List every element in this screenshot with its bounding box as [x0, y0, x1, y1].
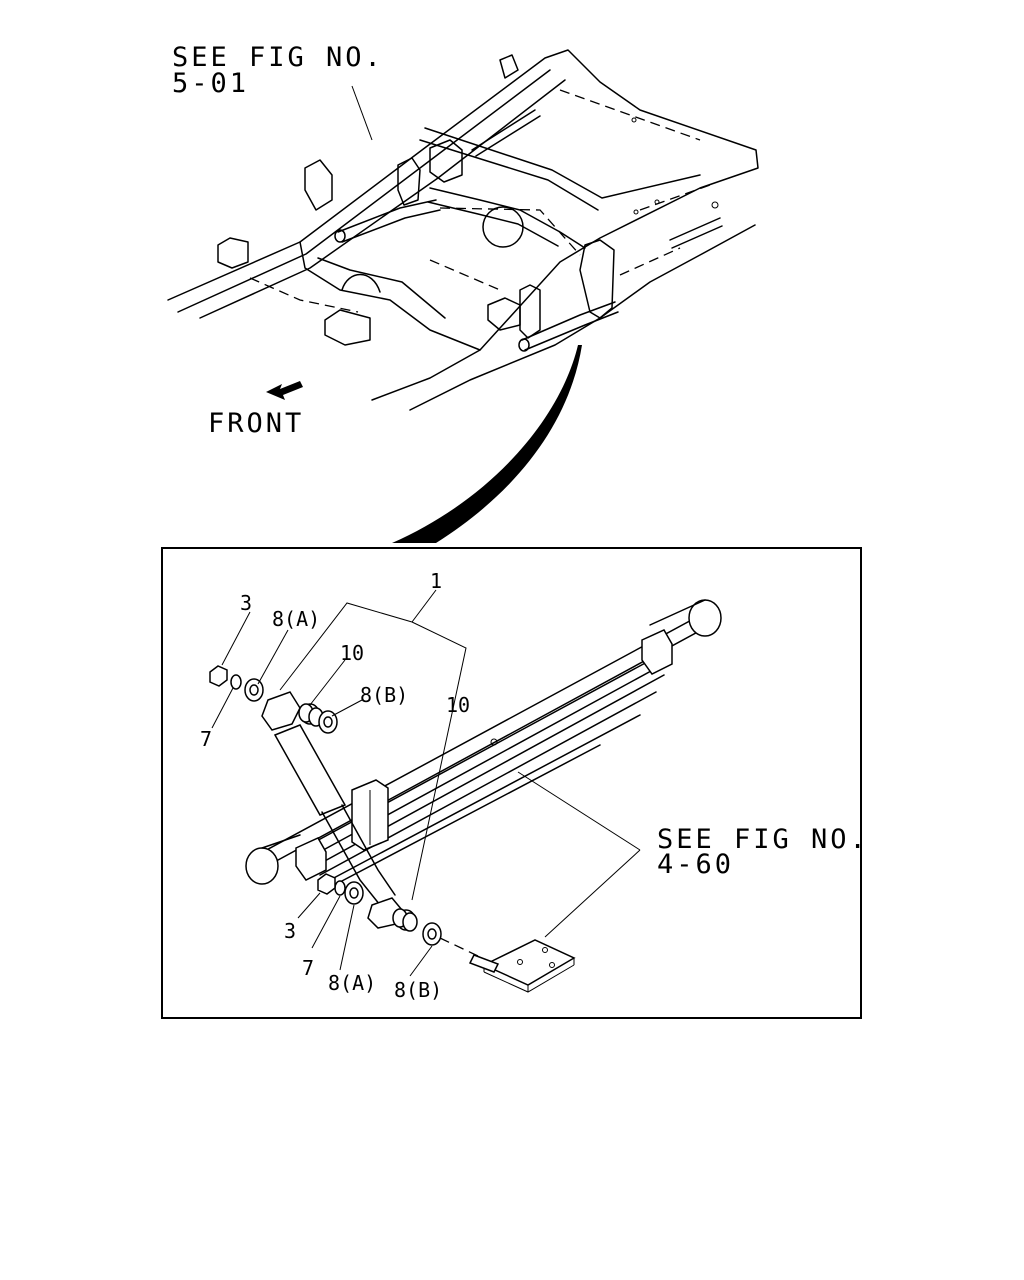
callout-bushing-b-upper: 8(B)	[360, 683, 408, 707]
frame-reference-line-2: 5-01	[172, 68, 249, 99]
front-direction-label: FRONT	[208, 408, 304, 439]
frame-reference-leader	[351, 85, 373, 141]
callout-nut-upper: 3	[240, 591, 252, 615]
detail-reference-line-2: 4-60	[657, 849, 734, 880]
callout-leaders	[211, 589, 641, 977]
callout-washer-upper: 7	[200, 727, 212, 751]
detail-pointer	[392, 345, 582, 543]
detail-frame	[161, 547, 862, 1019]
detail-reference-line-1: SEE FIG NO.	[657, 824, 869, 855]
frame-reference-line-1: SEE FIG NO.	[172, 42, 384, 73]
callout-bushing-a-lower: 8(A)	[328, 971, 376, 995]
chassis-frame-drawing	[167, 49, 759, 411]
callout-bushing-a-upper: 8(A)	[272, 607, 320, 631]
callout-washer-lower: 7	[302, 956, 314, 980]
callout-leaf-spring: 1	[430, 569, 442, 593]
front-arrow-icon	[266, 381, 303, 400]
callout-shock-lower: 10	[446, 693, 470, 717]
callout-nut-lower: 3	[284, 919, 296, 943]
callout-bushing-b-lower: 8(B)	[394, 978, 442, 1002]
leaf-spring-assembly	[209, 599, 722, 993]
callout-shock-upper: 10	[340, 641, 364, 665]
